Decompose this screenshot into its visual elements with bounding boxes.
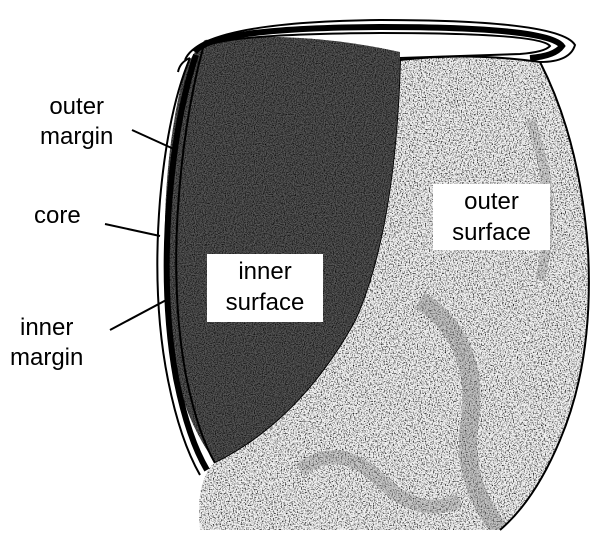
label-outer-surface-line1: outer (433, 186, 550, 217)
label-outer-surface: outer surface (433, 184, 550, 250)
label-core-text: core (34, 201, 81, 231)
label-inner-margin-line1: inner (10, 313, 83, 343)
leader-core (105, 224, 160, 236)
label-inner-surface-line2: surface (207, 287, 323, 318)
label-core: core (34, 201, 81, 231)
label-inner-margin-line2: margin (10, 343, 83, 373)
label-outer-margin-line1: outer (40, 92, 113, 122)
label-inner-surface-line1: inner (207, 256, 323, 287)
label-inner-margin: inner margin (10, 313, 83, 373)
label-outer-margin-line2: margin (40, 122, 113, 152)
label-inner-surface: inner surface (207, 254, 323, 322)
label-outer-margin: outer margin (40, 92, 113, 152)
label-outer-surface-line2: surface (433, 217, 550, 248)
